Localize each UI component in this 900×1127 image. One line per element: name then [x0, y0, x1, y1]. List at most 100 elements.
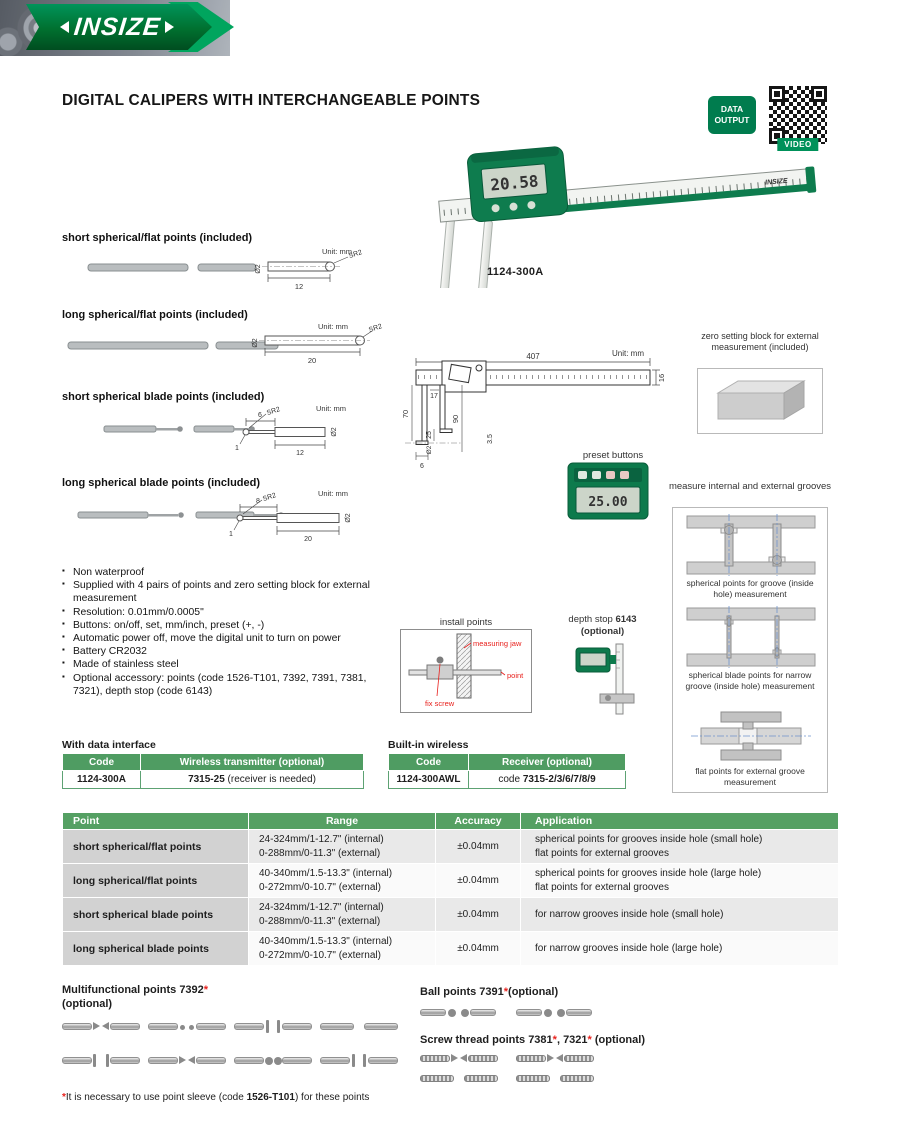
- feature-list: Non waterproof Supplied with 4 pairs of …: [62, 566, 394, 698]
- data-interface-section-title: With data interface: [62, 739, 156, 751]
- depth-stop-code: 6143: [615, 614, 637, 625]
- preset-lcd-value: 25.00: [588, 495, 627, 510]
- install-jaw-shape: [456, 633, 472, 699]
- screw-thread-points-image: [420, 1052, 650, 1086]
- cell-accuracy: ±0.04mm: [435, 863, 521, 898]
- dim-beam-height: 16: [657, 374, 666, 382]
- dim-diameter: Ø2: [252, 338, 259, 347]
- install-points-frame: measuring jaw point fix screw: [400, 629, 532, 713]
- cell-accuracy: ±0.04mm: [435, 897, 521, 932]
- qr-code: VIDEO: [766, 83, 830, 151]
- dim-jaw-offset: 17: [430, 393, 438, 400]
- asterisk: *: [503, 986, 509, 998]
- dim-tip-diameter: 1: [235, 445, 239, 452]
- feature-item: Supplied with 4 pairs of points and zero…: [62, 579, 394, 605]
- table-row: short spherical/flat points 24-324mm/1-1…: [62, 829, 839, 864]
- unit-label: Unit: mm: [316, 404, 346, 413]
- data-output-line1: DATA: [720, 103, 744, 114]
- footnote-code: 1526-T101: [246, 1092, 295, 1103]
- section-title-short-blade: short spherical blade points (included): [62, 391, 265, 403]
- caliper-jaws: [437, 216, 493, 288]
- cell-code: 1124-300AWL: [388, 770, 469, 789]
- dim-length: 12: [295, 282, 303, 291]
- cell-point: short spherical blade points: [62, 897, 249, 932]
- dim-tip-diameter: 1: [229, 531, 233, 538]
- spec-table: Point Range Accuracy Application short s…: [62, 812, 839, 966]
- range-external: 0-288mm/0-11.3" (external): [259, 915, 381, 927]
- cell-range: 24-324mm/1-12.7" (internal) 0-288mm/0-11…: [248, 829, 436, 864]
- dim-point-length: 6: [420, 463, 424, 470]
- spec-header-point: Point: [62, 812, 249, 830]
- application-line: flat points for external grooves: [535, 847, 669, 859]
- cell-accuracy: ±0.04mm: [435, 829, 521, 864]
- col-header-code: Code: [62, 753, 141, 771]
- transmitter-code: 7315-25: [188, 774, 225, 785]
- brand-logo-text: INSIZE: [72, 12, 162, 41]
- cell-application: spherical points for grooves inside hole…: [520, 829, 839, 864]
- depth-stop-optional: (optional): [580, 625, 625, 637]
- groove-blade-figure: [686, 606, 816, 668]
- depth-stop-image: [575, 643, 635, 715]
- ball-optional-text: (optional): [508, 986, 559, 998]
- cell-range: 24-324mm/1-12.7" (internal) 0-288mm/0-11…: [248, 897, 436, 932]
- unit-label: Unit: mm: [322, 247, 352, 256]
- cell-transmitter: 7315-25 (receiver is needed): [140, 770, 364, 789]
- screw-text-1: Screw thread points 7381: [420, 1034, 553, 1046]
- qr-finder-icon: [769, 86, 785, 102]
- ball-text: Ball points 7391: [420, 986, 504, 998]
- multifunctional-points-label: Multifunctional points 7392*: [62, 984, 208, 996]
- install-points-figure: measuring jaw point fix screw: [408, 633, 524, 708]
- table-row: long spherical blade points 40-340mm/1.5…: [62, 931, 839, 966]
- application-line: for narrow grooves inside hole (small ho…: [535, 908, 724, 920]
- dim-diameter: Ø2: [255, 264, 262, 273]
- data-interface-table: Code Wireless transmitter (optional) 112…: [62, 753, 364, 789]
- asterisk: *: [62, 1092, 66, 1103]
- dim-jaw-span: 90: [451, 415, 460, 423]
- spec-header-accuracy: Accuracy: [435, 812, 521, 830]
- depth-stop-label-text: depth stop: [568, 614, 616, 625]
- groove-caption-spherical: spherical points for groove (inside hole…: [686, 578, 814, 599]
- range-internal: 40-340mm/1.5-13.3" (internal): [259, 868, 393, 879]
- application-line: flat points for external grooves: [535, 881, 669, 893]
- range-internal: 40-340mm/1.5-13.3" (internal): [259, 936, 393, 947]
- install-label-screw: fix screw: [425, 699, 455, 708]
- long-flat-points-drawing: Unit: mm 20 Ø2 SR2: [67, 322, 383, 365]
- page-title: DIGITAL CALIPERS WITH INTERCHANGEABLE PO…: [62, 92, 481, 109]
- receiver-codes: 7315-2/3/6/7/8/9: [522, 774, 596, 785]
- depth-stop-label: depth stop 6143 (optional): [545, 614, 660, 638]
- screw-optional-text: (optional): [591, 1034, 645, 1046]
- dimension-drawing: Unit: mm 407 16 17 70 25 Ø2 90 3.5 6: [401, 349, 666, 470]
- caliper-lcd-value: 20.58: [490, 171, 540, 194]
- install-point-shape: [408, 669, 502, 676]
- dim-tip-diameter: Ø2: [426, 445, 433, 454]
- footnote: *It is necessary to use point sleeve (co…: [62, 1092, 369, 1103]
- grooves-title: measure internal and external grooves: [668, 481, 832, 492]
- ball-points-image: [420, 1006, 630, 1022]
- data-output-badge: DATA OUTPUT: [708, 96, 756, 134]
- dim-sr: SR2: [348, 249, 363, 260]
- table-row: 1124-300A 7315-25 (receiver is needed): [62, 770, 364, 789]
- range-external: 0-288mm/0-11.3" (external): [259, 847, 381, 859]
- groove-caption-flat: flat points for external groove measurem…: [695, 766, 805, 787]
- brand-logo: INSIZE: [26, 4, 212, 50]
- cell-receiver: code 7315-2/3/6/7/8/9: [468, 770, 626, 789]
- application-line: spherical points for grooves inside hole…: [535, 868, 762, 879]
- zero-block-image-frame: [697, 368, 823, 434]
- zero-block-caption: zero setting block for external measurem…: [701, 331, 819, 353]
- footnote-text-before: It is necessary to use point sleeve (cod…: [65, 1092, 247, 1103]
- cell-range: 40-340mm/1.5-13.3" (internal) 0-272mm/0-…: [248, 863, 436, 898]
- screw-text-2: , 7321: [556, 1034, 588, 1046]
- unit-label: Unit: mm: [612, 349, 644, 358]
- short-flat-points-drawing: Unit: mm 12 Ø2 SR2: [87, 247, 363, 291]
- feature-item: Made of stainless steel: [62, 658, 394, 671]
- unit-label: Unit: mm: [318, 489, 348, 498]
- cell-point: long spherical blade points: [62, 931, 249, 966]
- dim-diameter: Ø2: [345, 513, 352, 522]
- dim-total-length: 407: [526, 352, 540, 361]
- dim-length: 20: [308, 356, 316, 365]
- qr-finder-icon: [811, 86, 827, 102]
- caliper-display: 20.58: [467, 146, 569, 223]
- groove-flat-figure: [691, 711, 811, 761]
- table-row: long spherical/flat points 40-340mm/1.5-…: [62, 863, 839, 898]
- range-external: 0-272mm/0-10.7" (external): [259, 949, 381, 961]
